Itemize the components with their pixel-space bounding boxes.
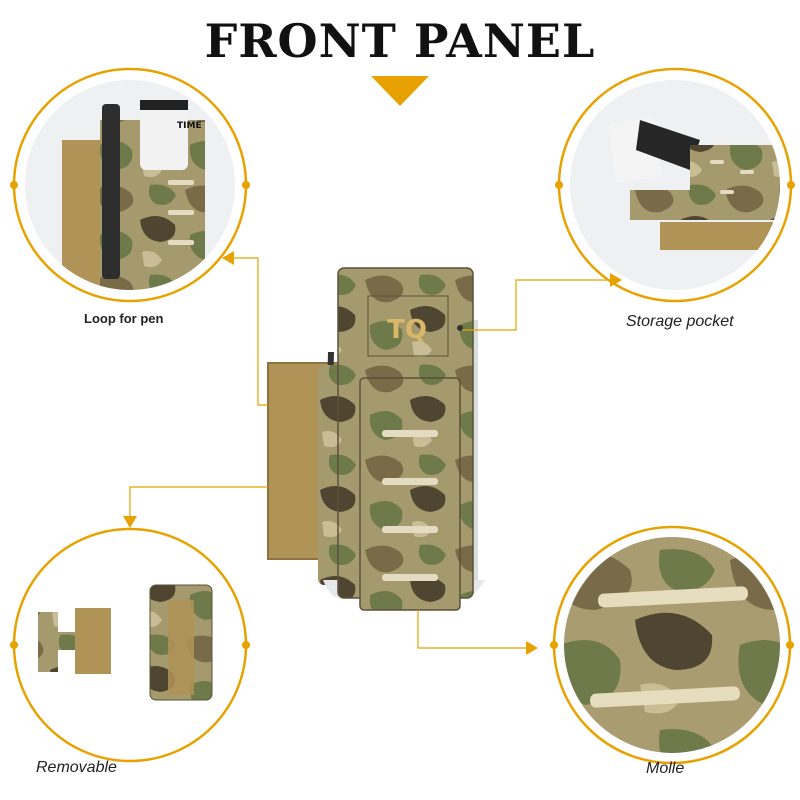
label-removable: Removable — [36, 759, 117, 776]
tourniquet-brand-text: TIME — [177, 121, 202, 131]
label-loop-for-pen: Loop for pen — [84, 311, 164, 326]
label-molle: Molle — [646, 760, 685, 777]
connector-lines — [129, 257, 612, 649]
down-triangle-icon — [371, 76, 429, 106]
tq-patch-text: TQ — [387, 315, 427, 345]
callout-bottom-left — [10, 527, 250, 763]
central-pouch — [267, 267, 485, 611]
callout-top-right — [555, 67, 795, 303]
callout-bottom-right — [550, 525, 794, 765]
page-title: FRONT PANEL — [204, 14, 596, 68]
callout-top-left — [10, 67, 250, 303]
label-storage-pocket: Storage pocket — [626, 313, 734, 330]
